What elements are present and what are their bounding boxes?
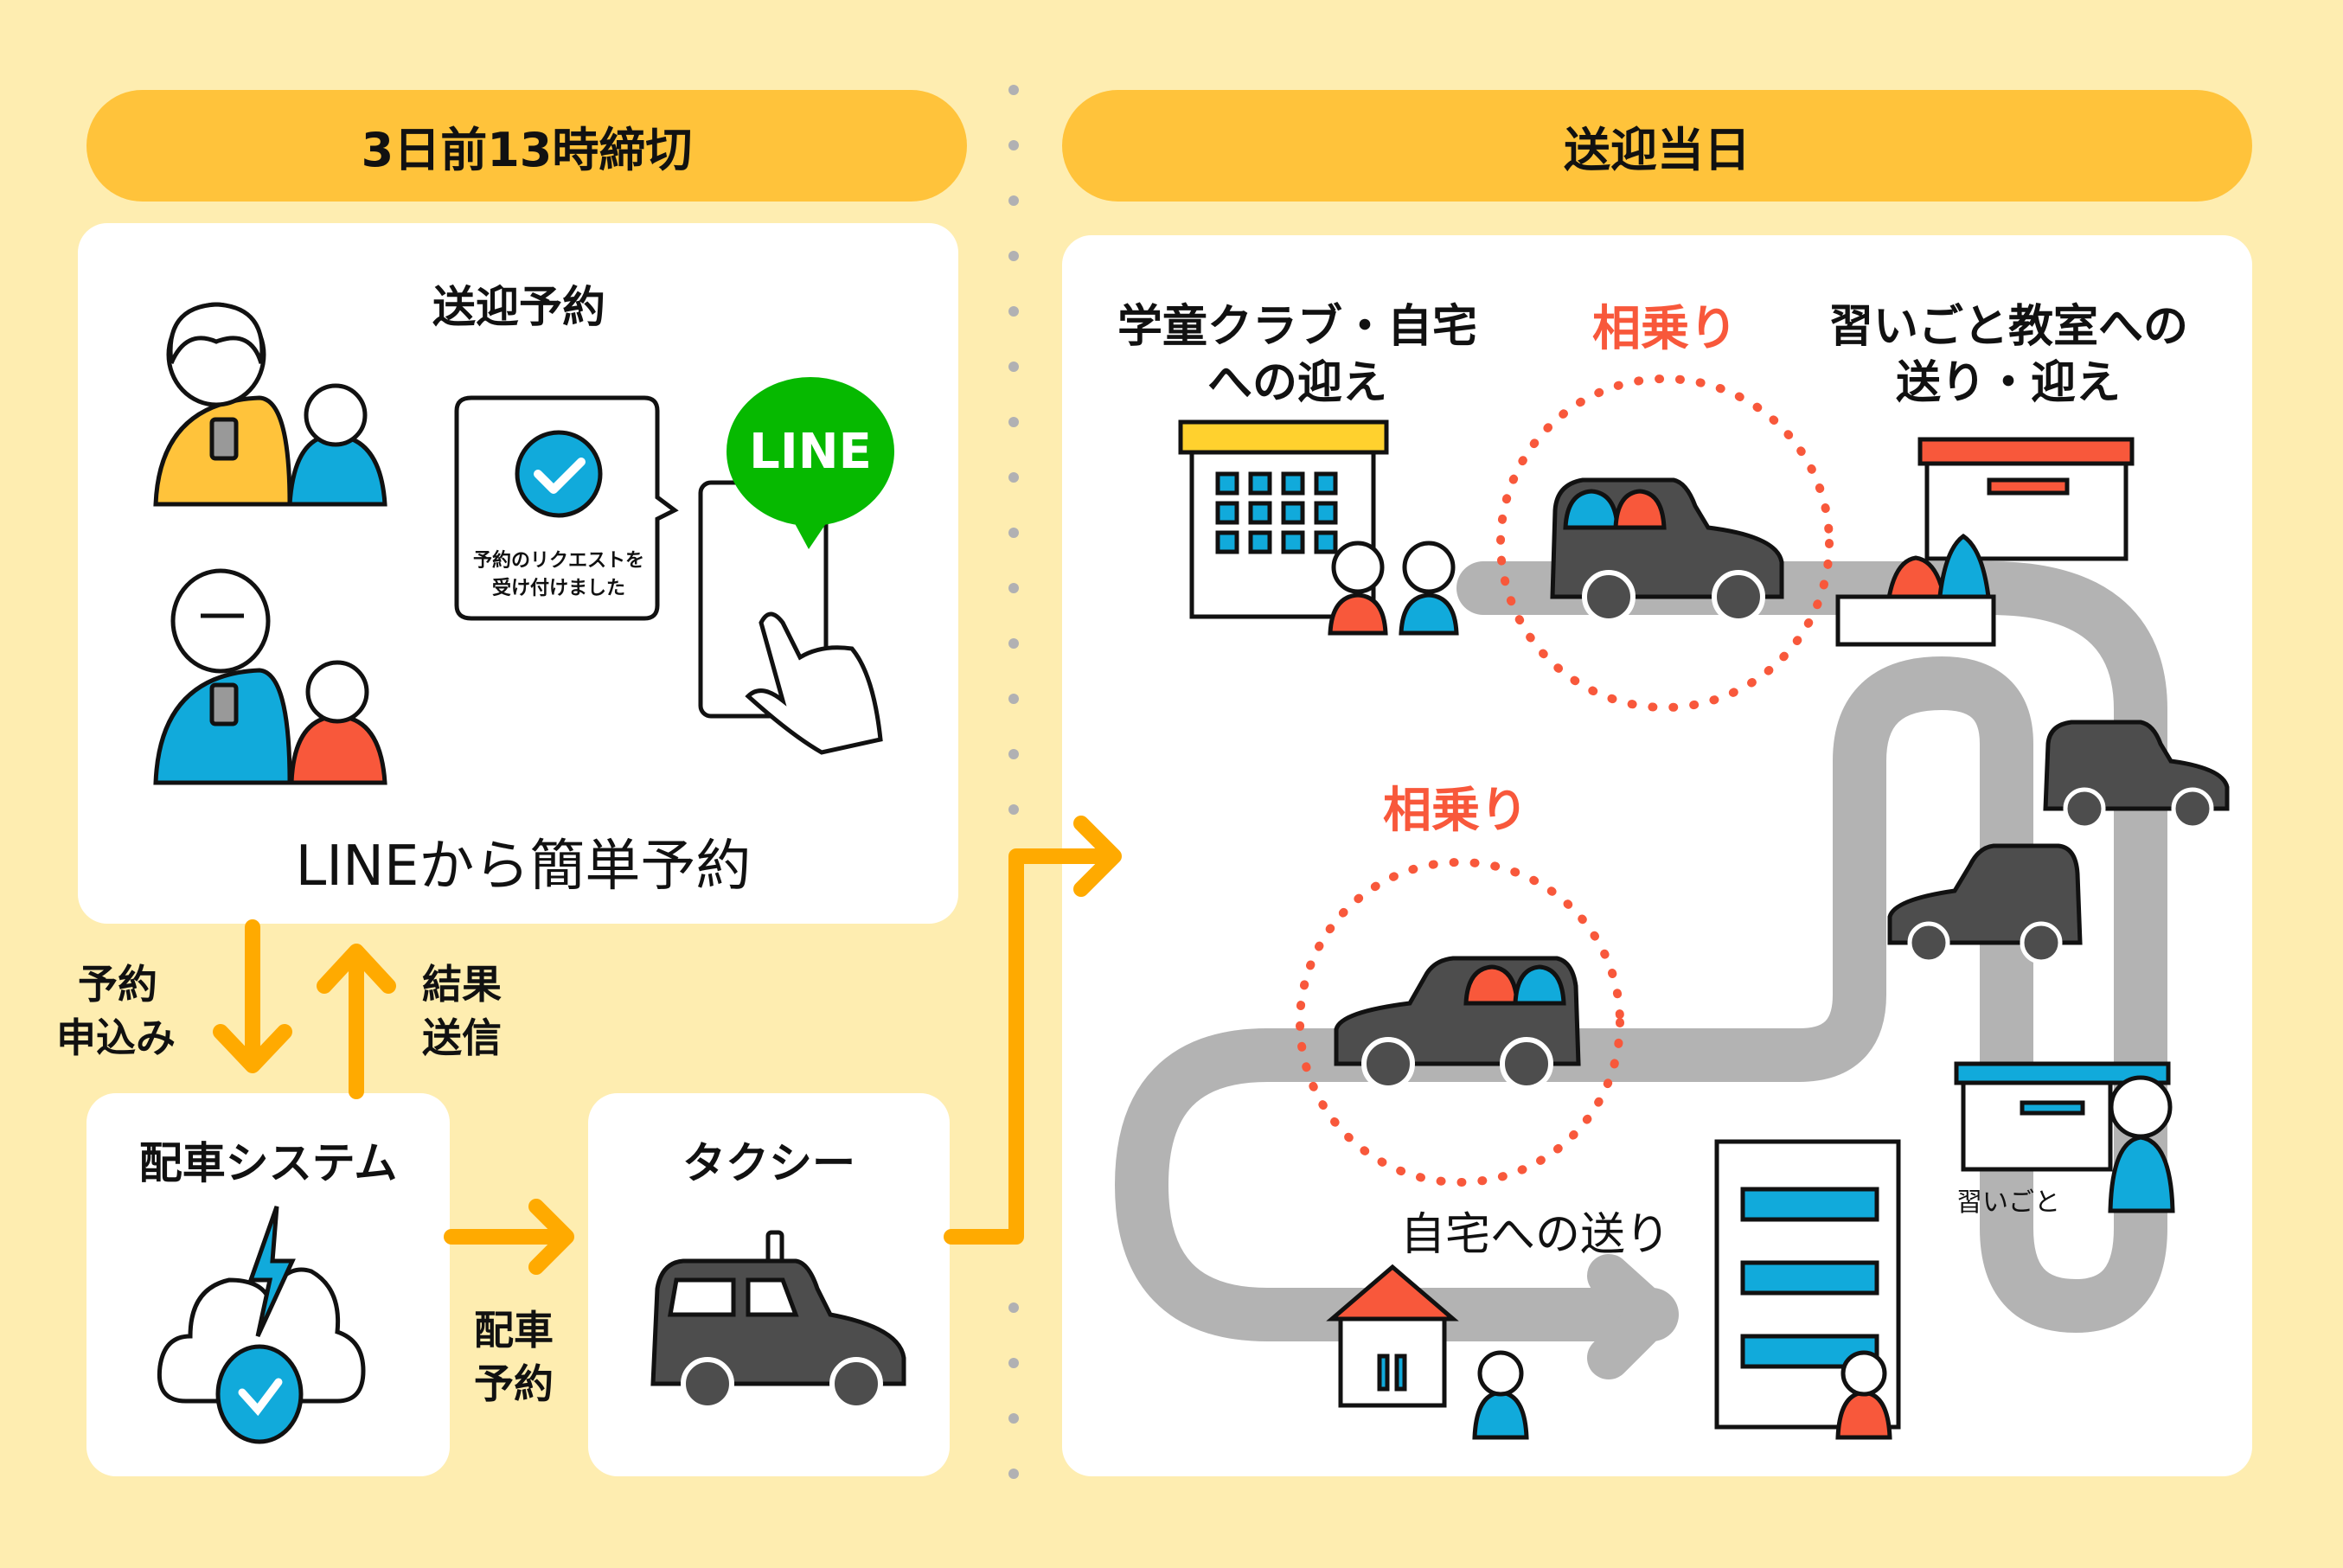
carpool-highlight-2 bbox=[1296, 858, 1624, 1187]
boy-child-icon bbox=[287, 383, 387, 507]
arrow-reservation-request bbox=[213, 919, 292, 1073]
lesson-label-line-2: 送り・迎え bbox=[1895, 357, 2122, 409]
taxi-icon bbox=[650, 1230, 906, 1411]
deadline-header: 3日前13時締切 bbox=[86, 90, 967, 202]
request-label-line-1: 予約 bbox=[78, 961, 157, 1008]
school-building-icon bbox=[1178, 419, 1389, 619]
home-dropoff-label: 自宅への送り bbox=[1399, 1209, 1671, 1261]
cloud-lightning-icon bbox=[157, 1206, 366, 1444]
reservation-caption: LINEから簡単予約 bbox=[295, 835, 752, 899]
taxi-on-road-2-icon bbox=[1887, 843, 2083, 964]
mother-with-phone-icon bbox=[153, 302, 292, 507]
pickup-label-line-1: 学童クラブ・自宅 bbox=[1117, 301, 1478, 353]
carpool-taxi-1-icon bbox=[1550, 477, 1784, 624]
father-with-phone-icon bbox=[153, 568, 292, 785]
girl-child-icon bbox=[289, 660, 387, 785]
line-badge-text: LINE bbox=[749, 424, 872, 480]
road-path bbox=[1115, 561, 2167, 1341]
result-label-line-2: 送信 bbox=[422, 1014, 502, 1061]
arrow-result-send bbox=[317, 944, 396, 1099]
lesson-shop-icon bbox=[1835, 437, 2135, 647]
carpool-label-1: 相乗り bbox=[1592, 301, 1738, 357]
line-logo-icon bbox=[727, 377, 894, 549]
apartment-building-icon bbox=[1714, 1139, 1901, 1440]
carpool-taxi-2-icon bbox=[1334, 956, 1581, 1091]
pointing-hand-icon bbox=[745, 611, 883, 755]
lesson-small-label: 習いごと bbox=[1956, 1187, 2060, 1218]
carpool-highlight-1 bbox=[1496, 374, 1834, 712]
children-pickup-icon bbox=[1328, 541, 1459, 636]
deadline-header-text: 3日前13時締切 bbox=[361, 123, 693, 177]
dispatch-label-line-2: 予約 bbox=[474, 1360, 554, 1407]
check-circle-icon bbox=[515, 430, 603, 518]
same-day-header: 送迎当日 bbox=[1062, 90, 2252, 202]
reservation-card-title: 送迎予約 bbox=[432, 282, 605, 332]
lesson-label-line-1: 習いごと教室への bbox=[1828, 301, 2189, 353]
house-icon bbox=[1326, 1264, 1529, 1440]
arrow-to-same-day bbox=[944, 816, 1122, 1245]
taxi-on-road-1-icon bbox=[2043, 720, 2230, 830]
dispatch-system-title: 配車システム bbox=[138, 1138, 398, 1188]
bubble-message-line-1: 予約のリクエストを bbox=[472, 550, 645, 572]
request-label-line-2: 申込み bbox=[56, 1014, 176, 1061]
bubble-message-line-2: 受け付けました bbox=[491, 578, 626, 599]
carpool-label-2: 相乗り bbox=[1383, 783, 1528, 839]
result-label-line-1: 結果 bbox=[422, 961, 502, 1008]
taxi-title: タクシー bbox=[682, 1138, 855, 1188]
dispatch-label-line-1: 配車 bbox=[474, 1307, 554, 1354]
pickup-label-line-2: への迎え bbox=[1207, 357, 1388, 409]
lesson-building-icon bbox=[1954, 1061, 2175, 1213]
arrow-dispatch bbox=[444, 1199, 574, 1275]
same-day-header-text: 送迎当日 bbox=[1564, 123, 1751, 177]
road-arrowhead bbox=[1587, 1254, 1674, 1379]
